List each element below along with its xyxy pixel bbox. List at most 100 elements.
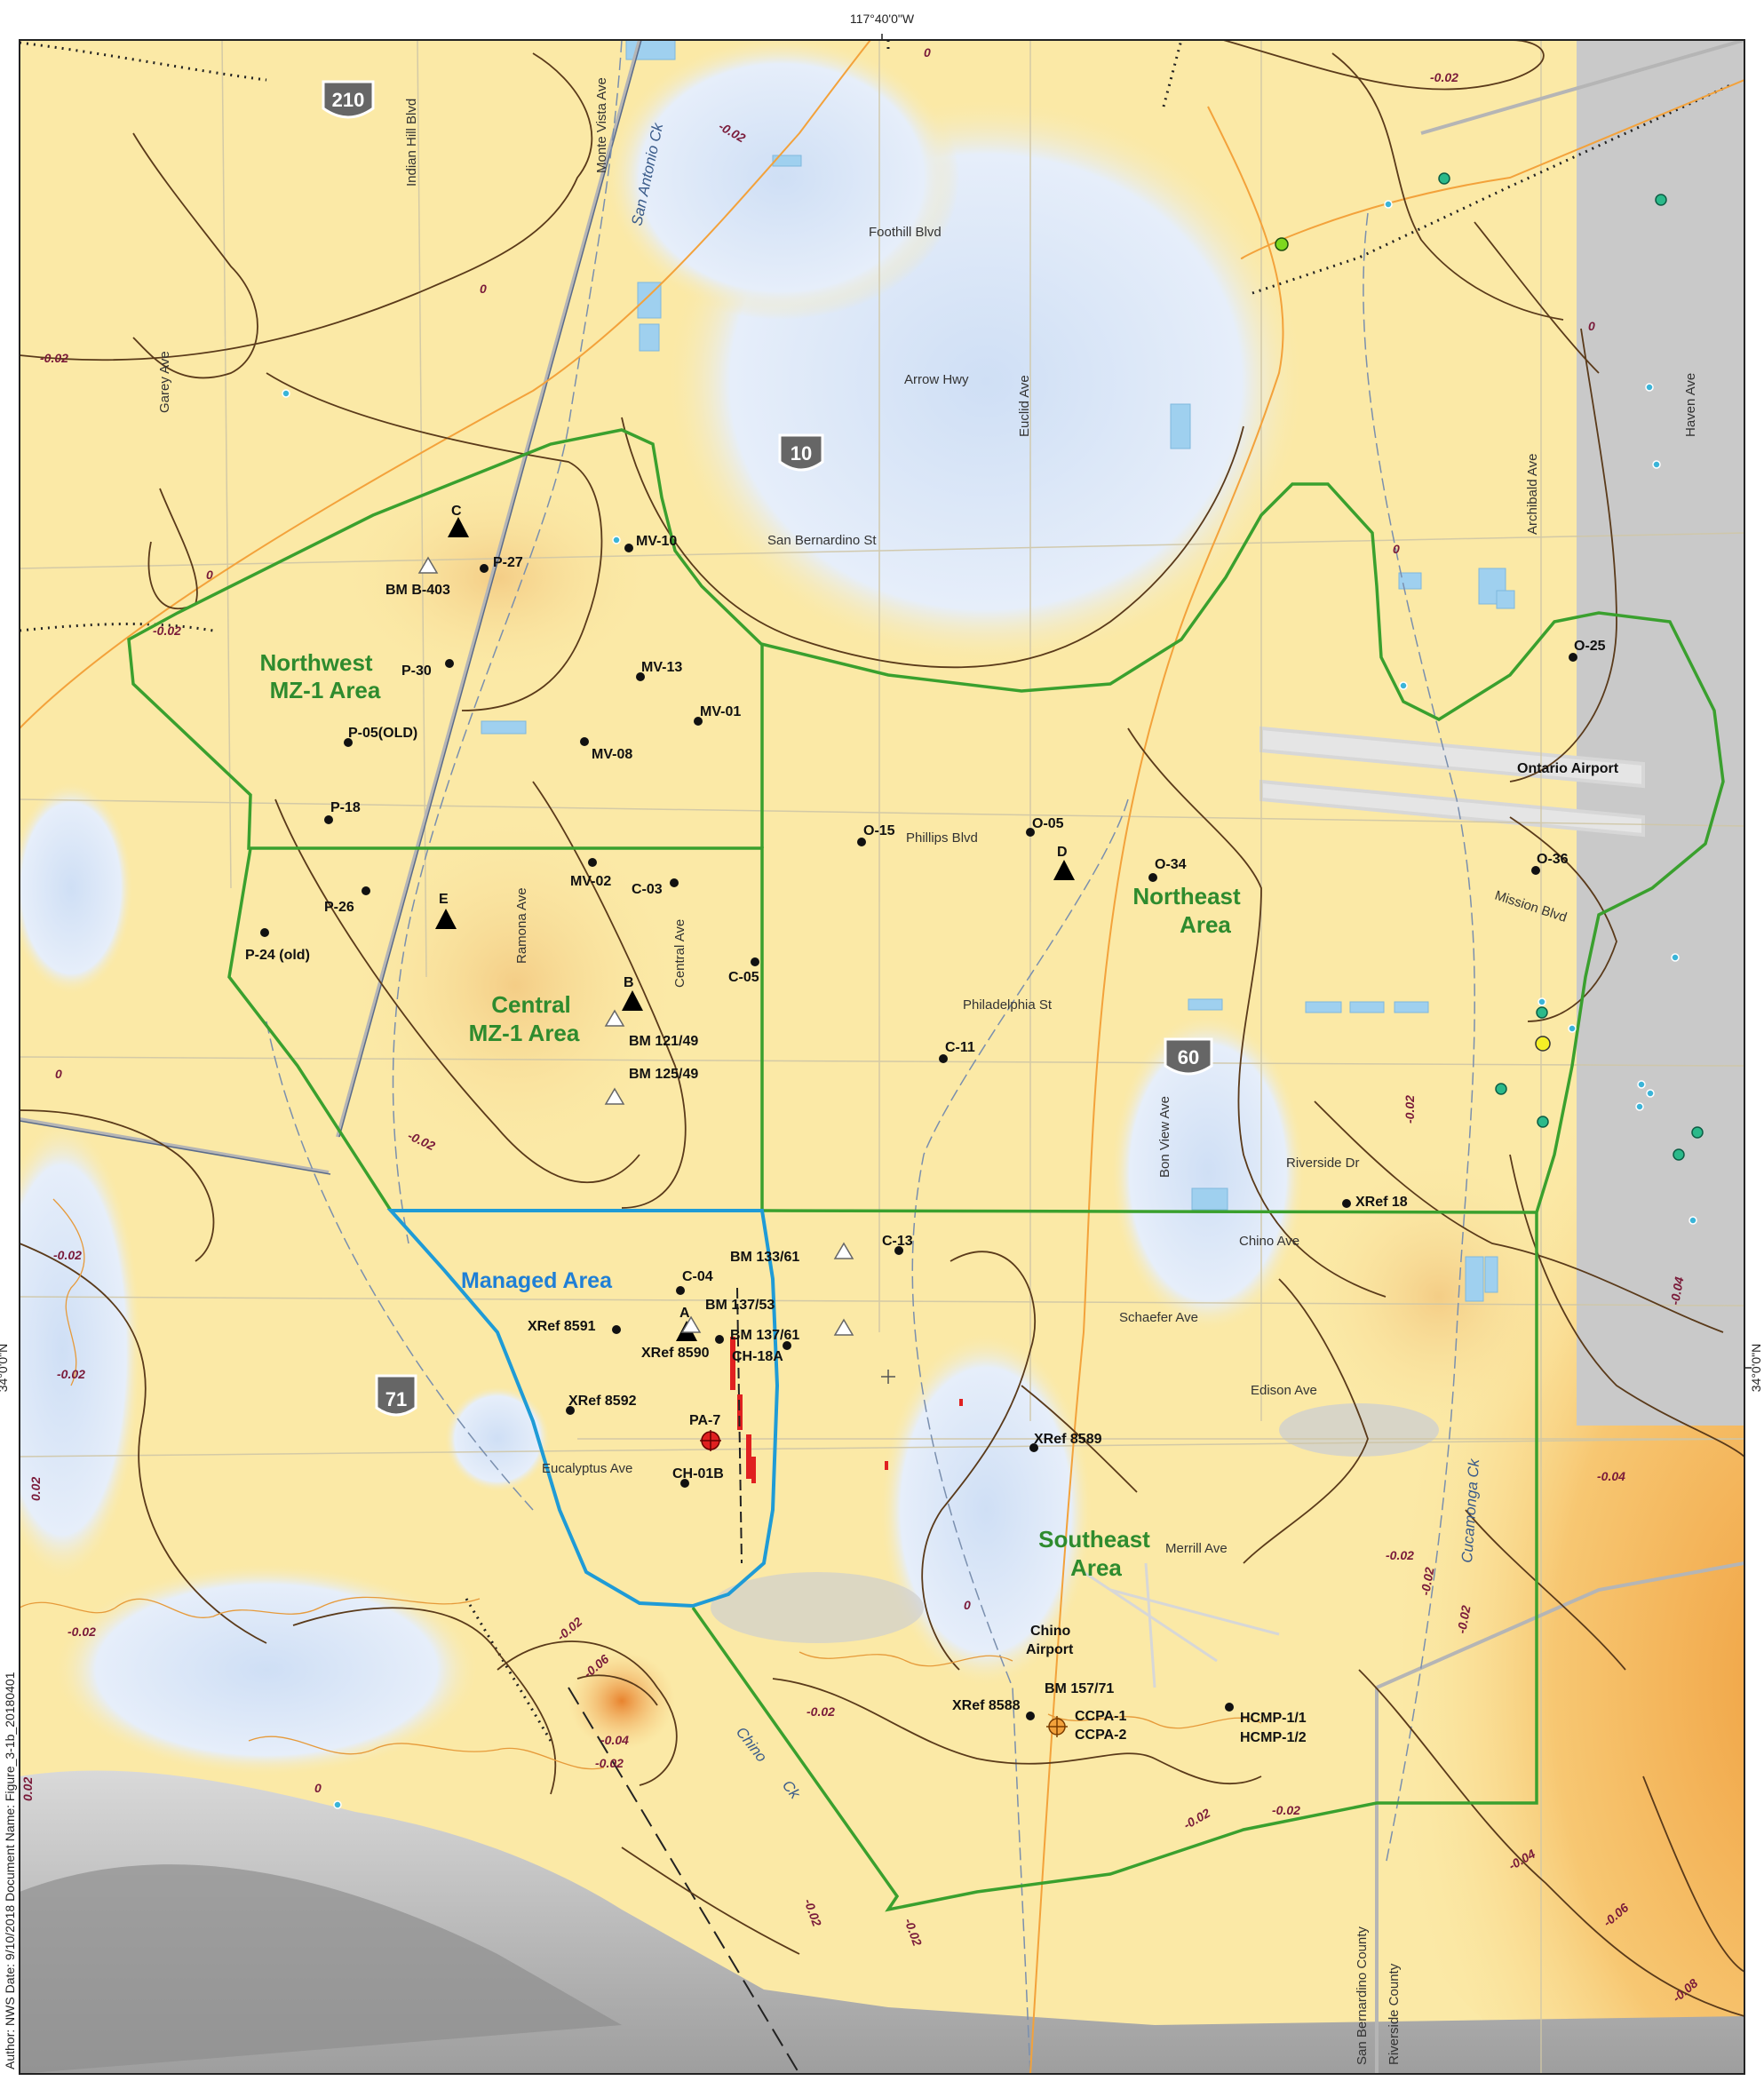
riverside-dr-label: Riverside Dr xyxy=(1286,1156,1360,1171)
cyan-wells xyxy=(282,200,1697,1809)
label-o05: O-05 xyxy=(1032,816,1064,831)
highway-10-label: 10 xyxy=(791,442,812,465)
fissure-line xyxy=(736,1287,743,1564)
freeways xyxy=(20,40,1744,2074)
station-e-label: E xyxy=(439,892,449,907)
label-xref8589: XRef 8589 xyxy=(1034,1432,1102,1447)
label-bmb403: BM B-403 xyxy=(385,583,450,598)
pa7-symbol xyxy=(700,1430,721,1451)
haven-label: Haven Ave xyxy=(1683,373,1698,437)
highway-71-label: 71 xyxy=(385,1388,407,1410)
dashed-boundaries xyxy=(568,1687,800,2074)
label-xref18: XRef 18 xyxy=(1355,1195,1408,1210)
riverside-county-label: Riverside County xyxy=(1387,1963,1402,2065)
ramona-label: Ramona Ave xyxy=(514,887,529,964)
well-o36 xyxy=(1531,866,1540,875)
label-p24: P-24 (old) xyxy=(245,948,310,963)
ontario-airport-label: Ontario Airport xyxy=(1517,761,1619,776)
label-xref8592: XRef 8592 xyxy=(568,1394,637,1409)
contour-label-n002-p: -0.02 xyxy=(1272,1803,1300,1817)
right-latitude-label: 34°0'0"N xyxy=(1749,1344,1763,1393)
contour-label-n002-i: -0.02 xyxy=(1386,1548,1414,1562)
highway-60-shield: 60 xyxy=(1164,1037,1213,1076)
contour-label-0-g: 0 xyxy=(314,1781,322,1795)
well-c03 xyxy=(670,878,679,887)
well-mv13 xyxy=(636,672,645,681)
label-p18: P-18 xyxy=(330,800,361,815)
chino-airport-runways xyxy=(1083,1562,1280,1688)
label-c11: C-11 xyxy=(945,1040,975,1055)
highway-210-label: 210 xyxy=(332,89,365,111)
contour-label-0-d: 0 xyxy=(206,568,213,582)
well-o15 xyxy=(857,838,866,846)
northwest-area-label-line2: MZ-1 Area xyxy=(270,677,381,703)
contour-label-0-f: 0 xyxy=(55,1067,62,1081)
merrill-label: Merrill Ave xyxy=(1165,1541,1228,1556)
contour-label-n002-o: -0.02 xyxy=(595,1756,624,1770)
well-p30 xyxy=(445,659,454,668)
label-c05: C-05 xyxy=(728,970,759,985)
central-ave-label: Central Ave xyxy=(672,919,687,988)
label-mv08: MV-08 xyxy=(592,747,632,762)
red-features xyxy=(730,1337,963,1483)
creeks xyxy=(266,40,1475,2074)
left-latitude-label: 34°0'0"N xyxy=(0,1344,10,1393)
label-p05: P-05(OLD) xyxy=(348,726,417,741)
schaefer-label: Schaefer Ave xyxy=(1119,1310,1198,1325)
benchmark-133 xyxy=(833,1242,854,1259)
freeway-centerline xyxy=(20,40,642,1175)
label-xref8588: XRef 8588 xyxy=(952,1698,1021,1713)
label-mv13: MV-13 xyxy=(641,660,682,675)
station-e: E xyxy=(435,892,457,929)
well-mv01 xyxy=(694,717,703,726)
contour-label-n002-c: -0.02 xyxy=(40,351,68,365)
benchmarks xyxy=(417,556,854,1336)
label-p30: P-30 xyxy=(401,663,432,679)
central-area-label-line2: MZ-1 Area xyxy=(469,1020,580,1046)
benchmark-137-53 xyxy=(680,1315,702,1333)
northwest-area-label-line1: Northwest xyxy=(259,649,372,676)
contour-label-n004-a: -0.04 xyxy=(1667,1275,1686,1306)
contour-label-0-b: 0 xyxy=(480,282,487,296)
label-pa7: PA-7 xyxy=(689,1413,720,1428)
highway-10-shield: 10 xyxy=(778,433,824,472)
contour-label-n002-n: -0.02 xyxy=(807,1704,835,1719)
contour-label-n002-g: -0.02 xyxy=(53,1248,82,1262)
well-xref8589 xyxy=(1029,1443,1038,1452)
well-p27 xyxy=(480,564,489,573)
contour-label-n004-c: -0.04 xyxy=(600,1733,629,1747)
contour-label-n002-m: -0.02 xyxy=(1454,1604,1473,1634)
well-p26 xyxy=(362,886,370,895)
label-hcmp1: HCMP-1/1 xyxy=(1240,1711,1307,1726)
label-mv10: MV-10 xyxy=(636,534,677,549)
label-mv02: MV-02 xyxy=(570,874,611,889)
highway-60-label: 60 xyxy=(1178,1046,1199,1068)
garey-label: Garey Ave xyxy=(157,351,172,413)
station-a-label: A xyxy=(679,1306,690,1321)
label-xref8591: XRef 8591 xyxy=(528,1319,596,1334)
well-xref8590 xyxy=(715,1335,724,1344)
benchmark-125 xyxy=(604,1087,625,1105)
label-mv01: MV-01 xyxy=(700,704,741,719)
station-b-label: B xyxy=(624,975,634,990)
green-wells xyxy=(1438,172,1704,1161)
label-ch01b: CH-01B xyxy=(672,1466,724,1481)
contour-label-002-a: 0.02 xyxy=(28,1477,43,1501)
contour-label-n002-k: -0.02 xyxy=(68,1624,96,1639)
well-p24 xyxy=(260,928,269,937)
well-labels: P-27 BM B-403 MV-10 P-30 MV-13 MV-01 P-0… xyxy=(245,534,1606,1745)
road-network xyxy=(20,40,1744,2074)
contour-label-0-h: 0 xyxy=(964,1598,971,1612)
contour-label-n002-h: -0.02 xyxy=(57,1367,85,1381)
foothill-label: Foothill Blvd xyxy=(869,225,942,240)
station-d: D xyxy=(1053,845,1075,880)
managed-area-boundary xyxy=(386,1209,780,1608)
well-c05 xyxy=(751,957,759,966)
contour-lines xyxy=(20,40,1744,2017)
contour-label-002-b: 0.02 xyxy=(20,1777,35,1801)
well-p18 xyxy=(324,815,333,824)
label-ccpa1: CCPA-1 xyxy=(1075,1709,1126,1724)
euclid-label: Euclid Ave xyxy=(1017,375,1032,437)
well-xref8591 xyxy=(612,1325,621,1334)
contour-label-0-e: 0 xyxy=(1393,542,1400,556)
